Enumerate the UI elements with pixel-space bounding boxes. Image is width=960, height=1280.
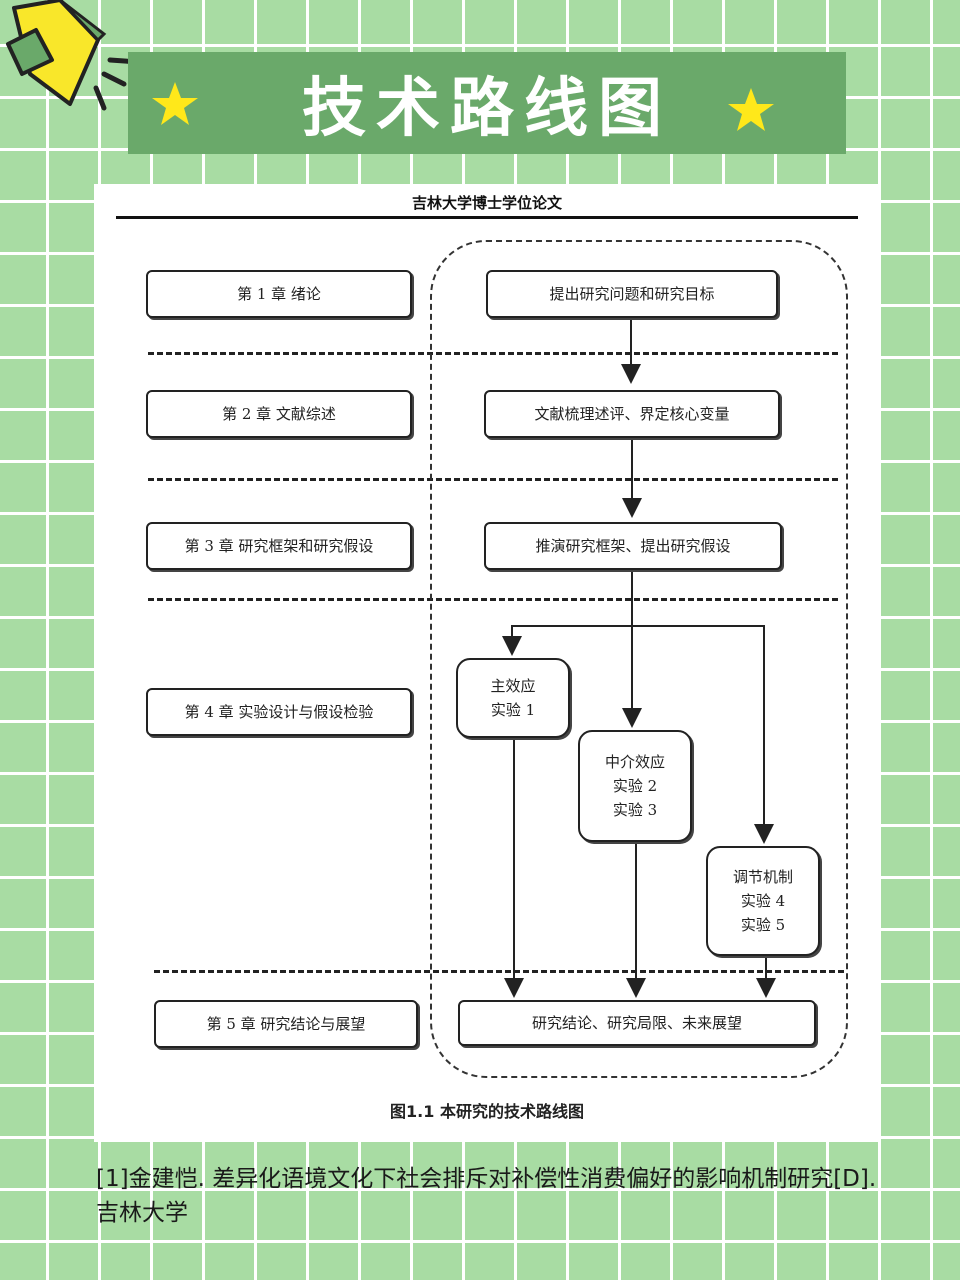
chapter-2-box: 第 2 章 文献综述: [146, 390, 412, 438]
flow-arrows: [502, 318, 776, 998]
citation-text: [1]金建恺. 差异化语境文化下社会排斥对补偿性消费偏好的影响机制研究[D].吉…: [96, 1166, 877, 1226]
paper-header: 吉林大学博士学位论文: [411, 194, 562, 212]
chapter-label: 第 4 章 实验设计与假设检验: [184, 703, 374, 721]
step-conclusions: 研究结论、研究局限、未来展望: [458, 1000, 816, 1046]
row-divider: [154, 970, 844, 973]
chapter-label: 第 3 章 研究框架和研究假设: [184, 537, 374, 555]
header-rule: [116, 216, 858, 219]
chapter-3-box: 第 3 章 研究框架和研究假设: [146, 522, 412, 570]
chapter-label: 第 5 章 研究结论与展望: [206, 1015, 366, 1033]
step-research-question: 提出研究问题和研究目标: [486, 270, 778, 318]
title-banner: 技术路线图: [128, 52, 846, 154]
thesis-figure: 吉林大学博士学位论文 第 1 章 绪论 第 2 章 文献综述 第 3 章 研究框…: [94, 184, 880, 1142]
row-divider: [148, 478, 838, 481]
step-framework-hypotheses: 推演研究框架、提出研究假设: [484, 522, 782, 570]
chapter-5-box: 第 5 章 研究结论与展望: [154, 1000, 418, 1048]
chapter-4-box: 第 4 章 实验设计与假设检验: [146, 688, 412, 736]
step-literature-review: 文献梳理述评、界定核心变量: [484, 390, 780, 438]
arrow-s3-main-effect: [502, 625, 632, 656]
process-lane: [430, 240, 848, 1078]
megaphone-icon: [6, 0, 141, 111]
figure-caption: 图1.1 本研究的技术路线图: [390, 1102, 584, 1121]
arrow-s3-moderation: [632, 625, 774, 844]
star-icon: [152, 82, 198, 125]
moderation-mechanism-box: 调节机制 实验 4 实验 5: [706, 846, 820, 956]
chapter-label: 第 1 章 绪论: [237, 285, 321, 303]
row-divider: [148, 598, 838, 601]
row-divider: [148, 352, 838, 355]
page-title: 技术路线图: [302, 72, 672, 146]
main-effect-box: 主效应 实验 1: [456, 658, 570, 738]
star-icon: [728, 88, 774, 131]
chapter-1-box: 第 1 章 绪论: [146, 270, 412, 318]
mediation-effect-box: 中介效应 实验 2 实验 3: [578, 730, 692, 842]
chapter-label: 第 2 章 文献综述: [222, 405, 336, 423]
